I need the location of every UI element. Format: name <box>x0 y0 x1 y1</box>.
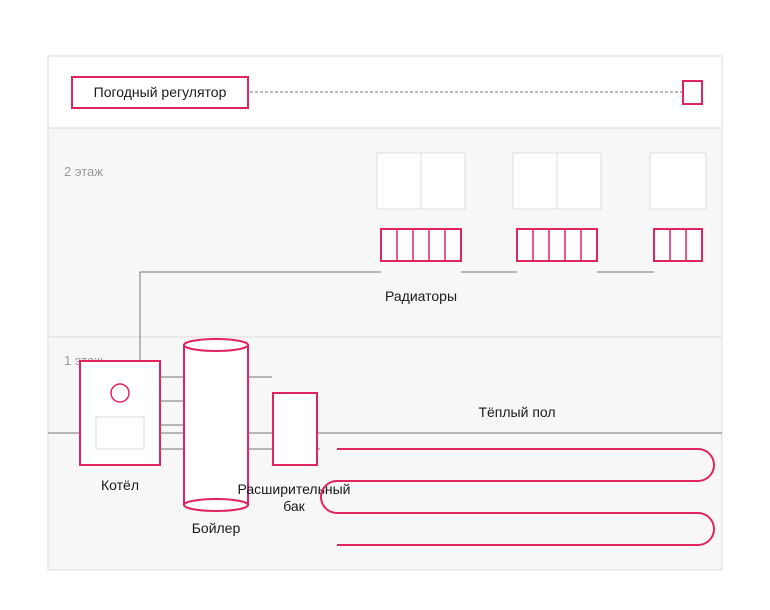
expansion-tank <box>272 392 318 466</box>
boiler-burner-icon <box>110 383 130 403</box>
underfloor-label: Тёплый пол <box>478 404 555 420</box>
underfloor-heating-loop <box>320 448 715 546</box>
radiator-3 <box>653 228 703 262</box>
radiator-pipe <box>139 271 654 360</box>
boiler-display <box>95 416 145 450</box>
window-3 <box>649 152 707 210</box>
boiler-unit-label: Котёл <box>101 477 139 493</box>
window-1 <box>376 152 466 210</box>
outdoor-sensor <box>682 80 703 105</box>
radiators-label: Радиаторы <box>385 288 457 304</box>
expansion-tank-label-line1: Расширительный <box>238 481 351 497</box>
regulator-label: Погодный регулятор <box>94 84 227 100</box>
water-heater <box>183 338 249 512</box>
radiator-1 <box>380 228 462 262</box>
second-floor-label: 2 этаж <box>64 164 103 179</box>
radiator-2 <box>516 228 598 262</box>
regulator-box <box>71 76 249 109</box>
expansion-tank-label-line2: бак <box>283 498 305 514</box>
window-2 <box>512 152 602 210</box>
water-heater-label: Бойлер <box>192 520 241 536</box>
